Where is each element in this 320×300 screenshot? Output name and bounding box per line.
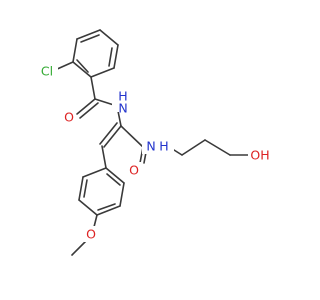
bond	[76, 98, 96, 115]
bond	[97, 203, 116, 211]
bond	[76, 59, 89, 73]
bond	[79, 102, 99, 119]
label-background	[127, 162, 141, 178]
label-background	[84, 226, 98, 242]
bond	[204, 139, 231, 156]
bond	[83, 179, 88, 198]
bond	[96, 205, 121, 216]
amide-nitrogen-atom: N	[118, 101, 127, 116]
carbonyl-oxygen-atom: O	[129, 163, 139, 178]
bond	[105, 167, 125, 184]
label-background	[142, 138, 174, 154]
amide-nitrogen-atom: N	[146, 139, 155, 154]
bond	[82, 167, 107, 178]
bond	[90, 76, 96, 100]
bond	[99, 29, 119, 46]
bond	[72, 38, 78, 63]
bond	[99, 122, 118, 145]
hydrogen-atom: H	[118, 89, 127, 104]
chlorine-atom: Cl	[41, 64, 53, 79]
carbonyl-oxygen-atom: O	[64, 110, 74, 125]
bond	[113, 44, 119, 69]
bond	[103, 125, 122, 148]
hydrogen-atom: H	[159, 139, 168, 154]
label-background	[36, 62, 58, 78]
bond	[80, 34, 100, 43]
bond	[78, 176, 84, 201]
label-background	[112, 88, 136, 112]
bond	[101, 145, 107, 169]
bond	[120, 125, 144, 148]
label-background	[248, 147, 272, 163]
label-background	[62, 109, 76, 125]
bond	[119, 182, 125, 207]
bond	[181, 139, 206, 156]
bond	[90, 67, 115, 78]
bond	[108, 47, 113, 67]
molecule-structure: Cl H N O N H O OH O	[36, 29, 272, 256]
methoxy-oxygen-atom: O	[86, 227, 96, 242]
bond	[78, 199, 98, 216]
bond	[76, 29, 101, 40]
bond	[106, 173, 121, 186]
bond	[72, 61, 92, 78]
hydroxyl-group: OH	[250, 148, 269, 163]
atom-labels: Cl H N O N H O OH O	[36, 62, 272, 242]
